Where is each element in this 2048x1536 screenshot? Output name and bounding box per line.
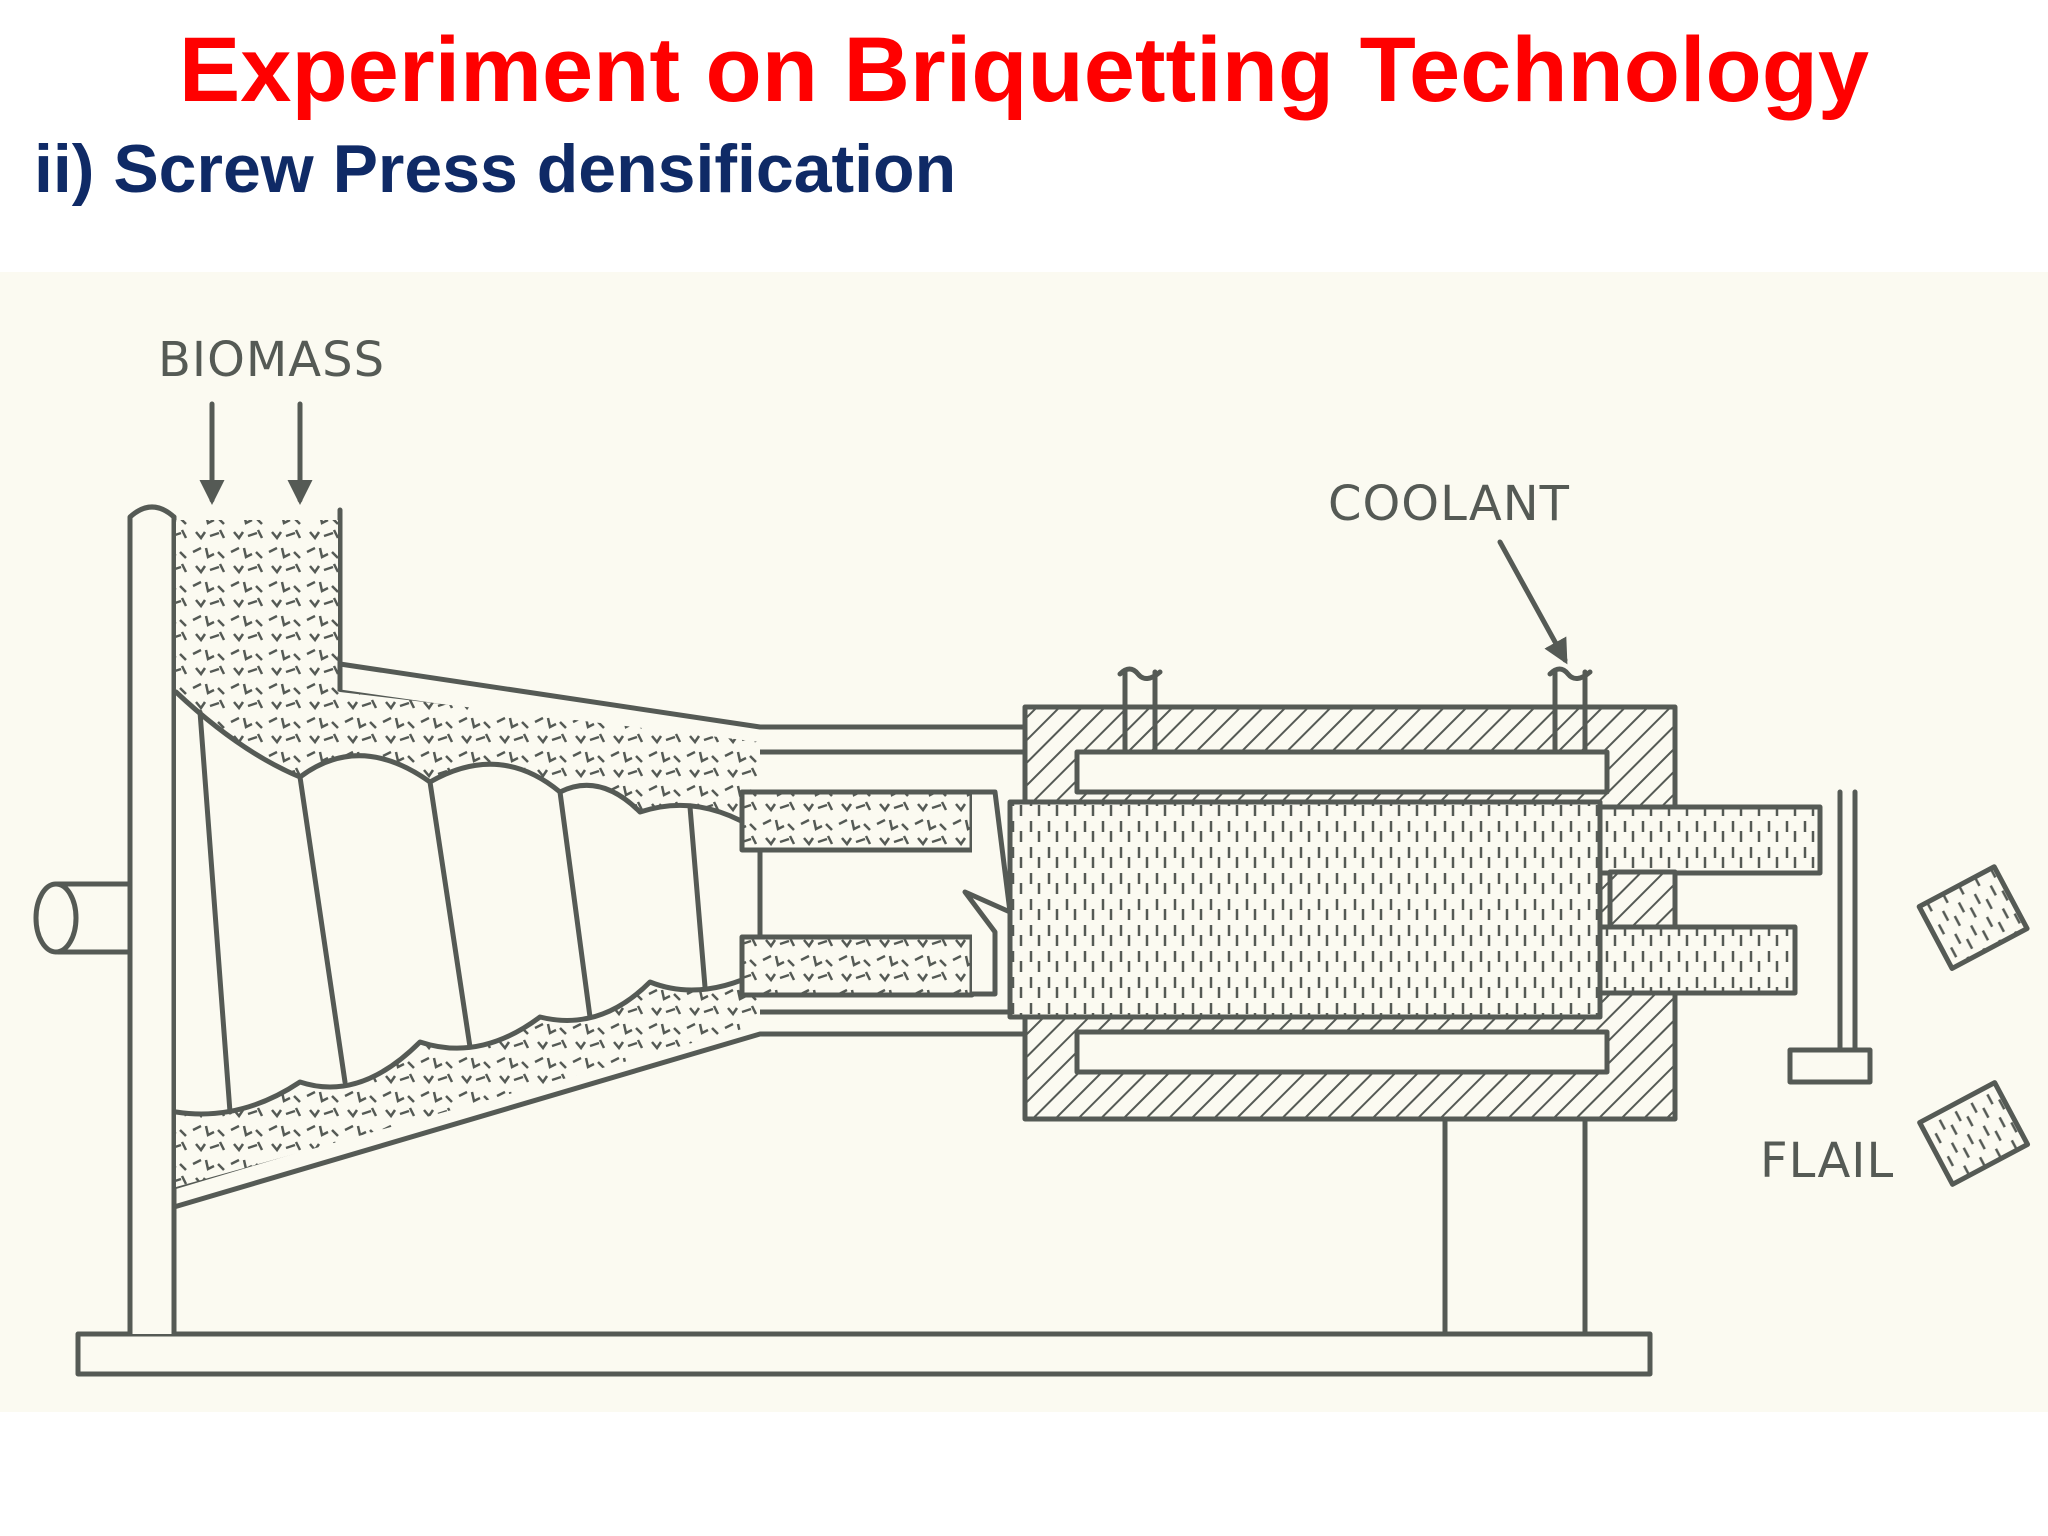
screw-press-diagram: BIOMASS COOLANT FLAIL: [0, 272, 2048, 1412]
left-stand: [127, 504, 177, 1337]
base-plate: [75, 1331, 1653, 1377]
compacted-briquette: [1007, 799, 1603, 1020]
briquette-piece-upper: [1916, 864, 2030, 971]
slide-title: Experiment on Briquetting Technology: [178, 19, 1870, 121]
label-coolant: COOLANT: [1328, 476, 1570, 532]
slide-subtitle: ii) Screw Press densification: [34, 131, 957, 207]
coolant-arrow: [1497, 539, 1568, 665]
briquette-exit-lower: [1597, 924, 1798, 996]
die-inlet-lower: [739, 934, 975, 998]
briquette-piece-lower: [1917, 1080, 2031, 1187]
coolant-port-left: [1122, 669, 1158, 755]
barrel-lower-wall: [171, 1031, 1028, 1210]
drive-shaft: [55, 881, 133, 955]
label-biomass: BIOMASS: [158, 332, 385, 388]
label-flail: FLAIL: [1760, 1133, 1894, 1189]
die-inlet-upper: [739, 789, 975, 853]
coolant-port-right: [1552, 669, 1588, 755]
flail: [1837, 789, 1858, 1053]
briquette-exit-upper: [1597, 804, 1823, 876]
support-leg: [1442, 1116, 1588, 1337]
